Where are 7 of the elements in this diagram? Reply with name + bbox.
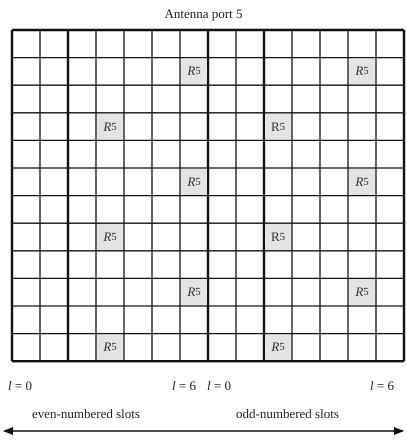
symbol-index-label: l = 0: [207, 378, 231, 394]
slot-label: odd-numbered slots: [236, 406, 339, 422]
symbol-index-label: l = 6: [172, 378, 196, 394]
diagram-title: Antenna port 5: [164, 6, 244, 22]
symbol-index-label: l = 0: [8, 378, 32, 394]
slot-label: even-numbered slots: [32, 406, 140, 422]
symbol-index-label: l = 6: [370, 378, 394, 394]
